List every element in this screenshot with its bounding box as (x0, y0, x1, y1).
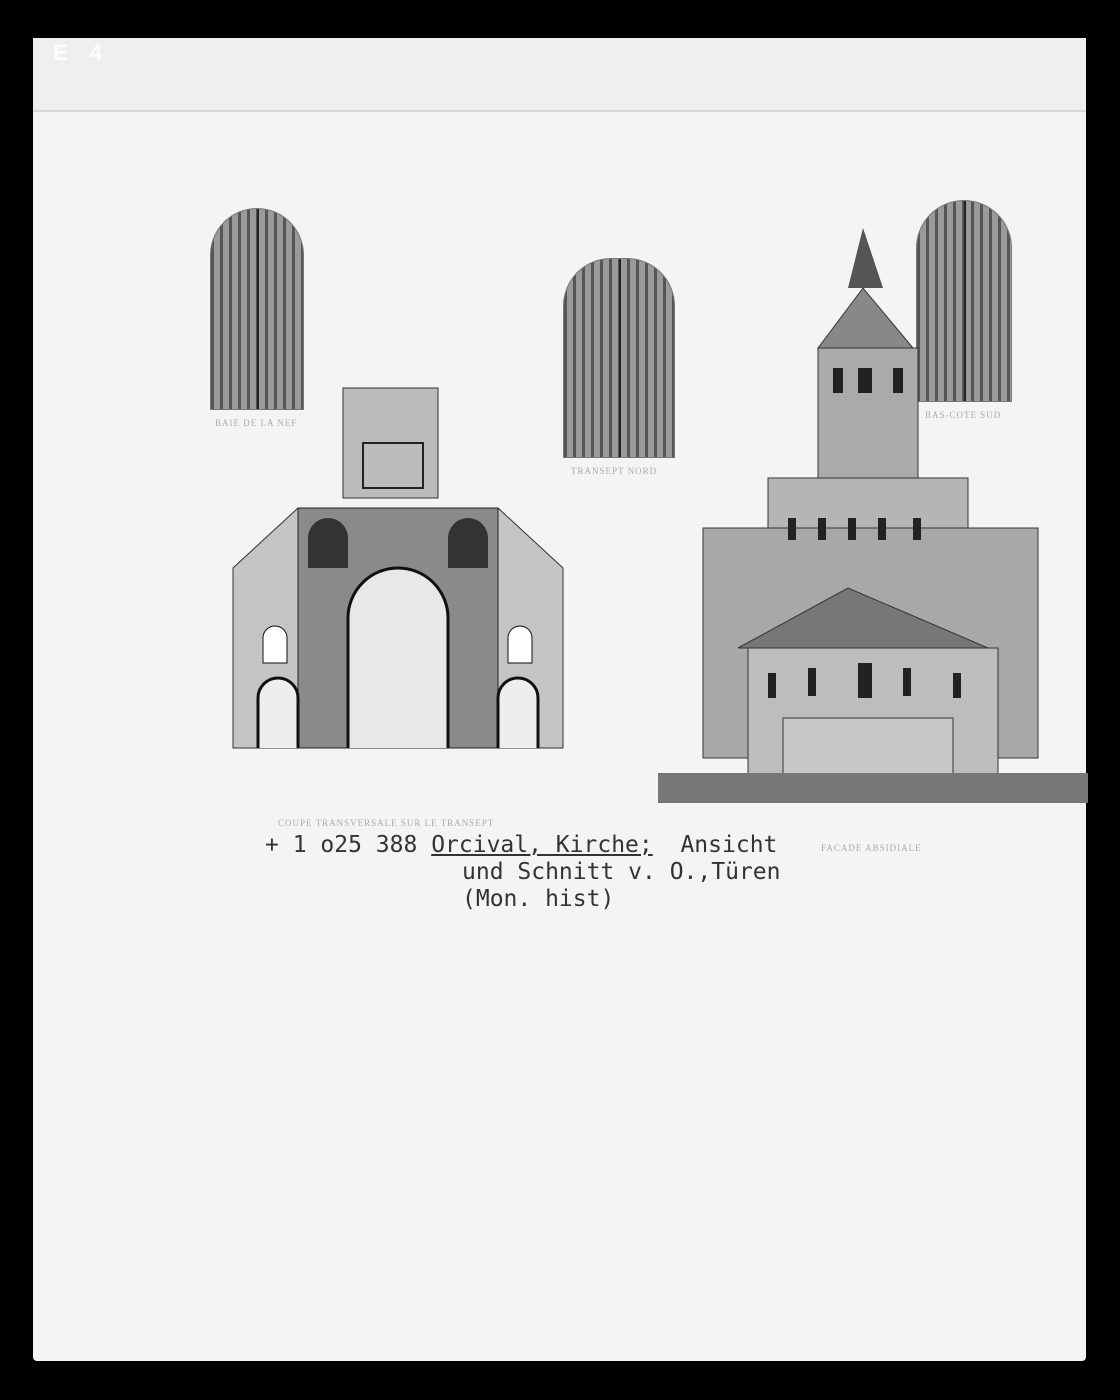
door-left-drawing (210, 208, 304, 410)
record-title: Orcival, Kirche; (431, 832, 653, 858)
caption-door-left: BAIE DE LA NEF (215, 418, 298, 428)
caption-door-middle: TRANSEPT NORD (571, 466, 658, 476)
door-right-drawing (916, 200, 1012, 402)
archive-card: E 4 BAIE DE LA NEF TRANSEPT NORD BAS-COT… (33, 38, 1088, 1361)
door-middle-drawing (563, 258, 675, 458)
caption-section: COUPE TRANSVERSALE SUR LE TRANSEPT (278, 818, 495, 828)
record-line3: (Mon. hist) (462, 886, 615, 912)
catalog-record: + 1 o25 388 Orcival, Kirche; Ansicht und… (265, 832, 781, 913)
record-line1-rest: Ansicht (680, 832, 778, 858)
apse-facade-drawing (658, 228, 1088, 803)
architectural-plate: BAIE DE LA NEF TRANSEPT NORD BAS-COTE SU… (203, 188, 1088, 853)
corner-mark: E 4 (53, 40, 111, 65)
cross-section-drawing (232, 387, 564, 749)
record-line2: und Schnitt v. O.,Türen (462, 859, 781, 885)
record-number: + 1 o25 388 (265, 832, 418, 858)
caption-facade: FACADE ABSIDIALE (821, 843, 922, 853)
card-header-band: E 4 (33, 38, 1086, 112)
caption-door-right: BAS-COTE SUD (925, 410, 1002, 420)
